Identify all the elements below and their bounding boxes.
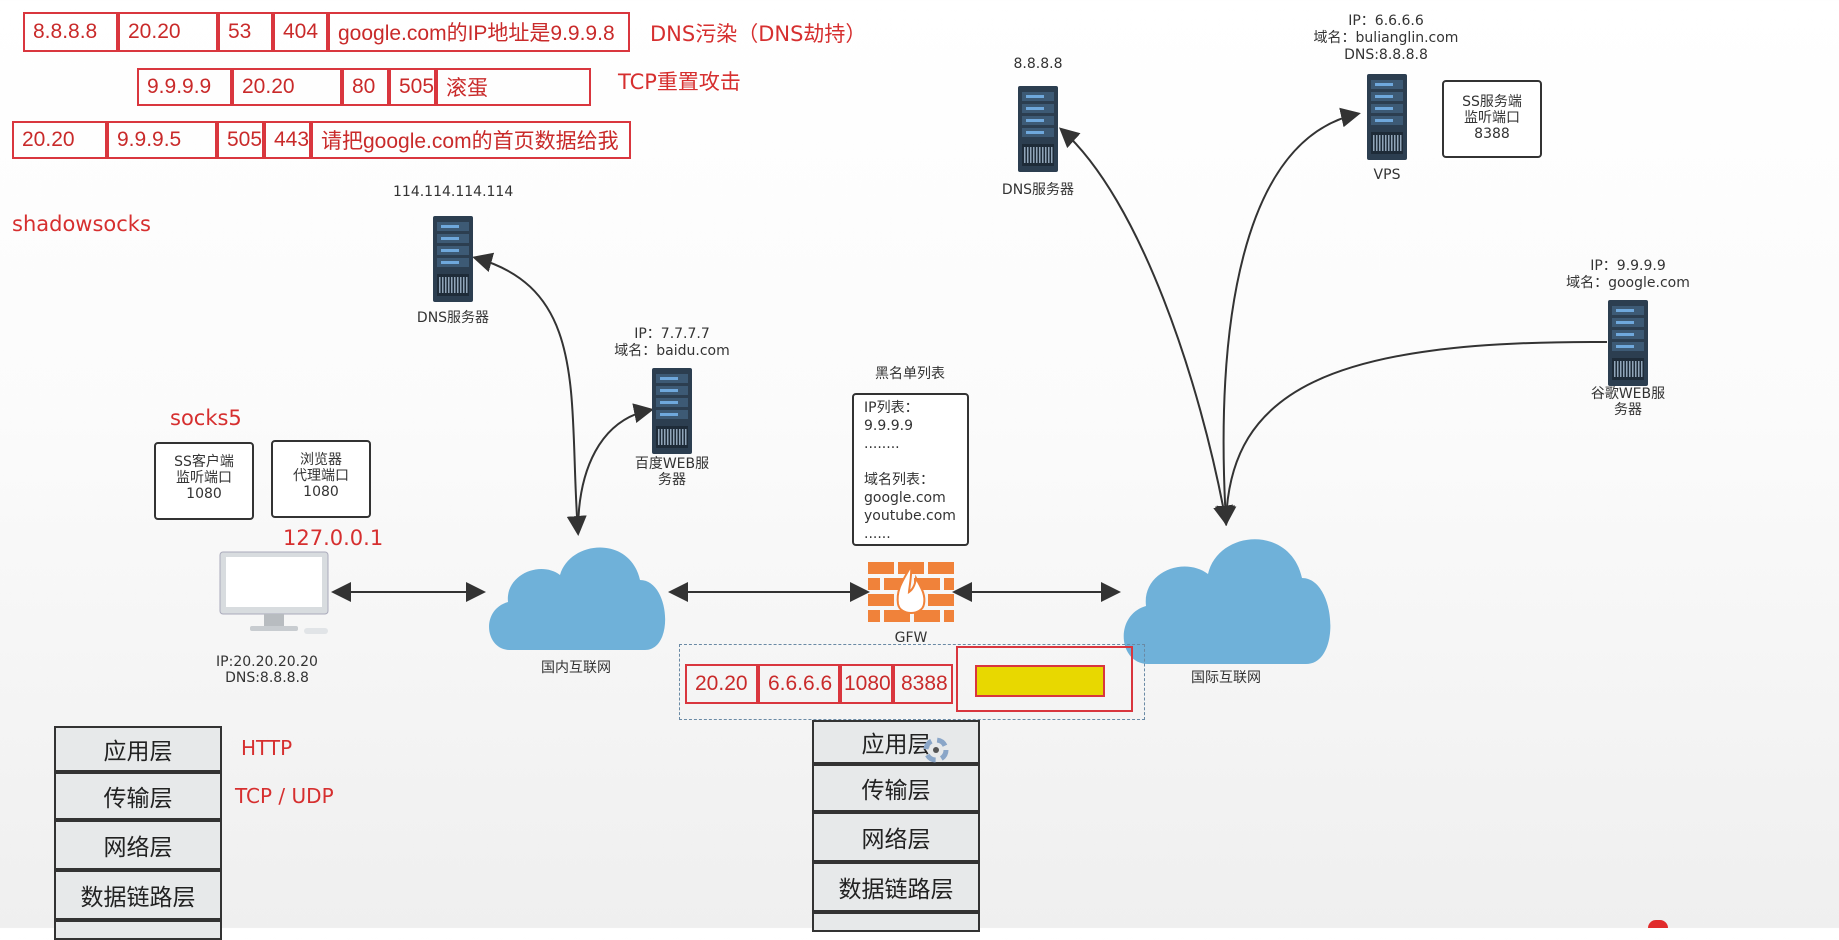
note-line: SS客户端	[174, 454, 234, 470]
packet-field: 8.8.8.8	[23, 12, 118, 52]
note-line: 代理端口	[293, 468, 349, 484]
intl-cloud-icon	[1114, 520, 1338, 666]
blacklist-title: 黑名单列表	[875, 366, 945, 382]
vps-domain-label: 域名：bulianglin.com	[1313, 30, 1459, 46]
packet-field: 443	[264, 121, 311, 159]
packet-field: google.com的IP地址是9.9.9.8	[328, 12, 630, 52]
note-line: 9.9.9.9	[864, 418, 913, 434]
record-indicator-icon	[1648, 920, 1668, 928]
intl-to-dns-arrow	[1059, 127, 1233, 526]
dns-intl-ip-label: 8.8.8.8	[1013, 56, 1063, 72]
intl-to-google-arrow	[1216, 340, 1608, 526]
packet-field: 20.20	[12, 121, 107, 159]
google-server-icon	[1608, 300, 1648, 386]
baidu-domain-label: 域名：baidu.com	[614, 343, 730, 359]
packet-field: 请把google.com的首页数据给我	[311, 121, 631, 159]
note-line: 1080	[186, 486, 222, 502]
dns-local-server-icon	[433, 216, 473, 302]
packet-field: 9.9.9.5	[107, 121, 217, 159]
dns-intl-server-icon	[1018, 86, 1058, 172]
baidu-server-icon	[652, 368, 692, 454]
pc-dns-label: DNS:8.8.8.8	[225, 670, 309, 686]
layer-transport: 传输层	[812, 764, 980, 812]
dns-pollution-caption: DNS污染（DNS劫持）	[650, 22, 867, 46]
note-line: 8388	[1474, 126, 1510, 142]
dns-intl-label: DNS服务器	[1001, 182, 1075, 198]
vps-server-icon	[1367, 74, 1407, 160]
google-ip-label: IP：9.9.9.9	[1590, 258, 1666, 274]
packet-field: 20.20	[118, 12, 218, 52]
layer-datalink: 数据链路层	[54, 870, 222, 920]
browser-proxy-note: 浏览器 代理端口 1080	[271, 440, 371, 518]
layer-datalink: 数据链路层	[812, 862, 980, 912]
intl-internet-label: 国际互联网	[1191, 670, 1261, 686]
note-line: google.com	[864, 490, 946, 506]
localhost-label: 127.0.0.1	[283, 526, 384, 550]
tcp-reset-caption: TCP重置攻击	[618, 70, 741, 94]
packet-field: 20.20	[685, 664, 758, 704]
shadowsocks-label: shadowsocks	[12, 212, 151, 236]
tcp-udp-label: TCP / UDP	[235, 784, 334, 808]
note-line: 监听端口	[1464, 110, 1520, 126]
packet-field: 404	[273, 12, 328, 52]
layer-network: 网络层	[54, 820, 222, 870]
gfw-label: GFW	[894, 630, 928, 646]
baidu-label: 百度WEB服	[634, 456, 710, 472]
layer-application: 应用层	[54, 726, 222, 772]
packet-field: 505	[389, 68, 436, 106]
intl-to-vps-arrow	[1215, 107, 1361, 526]
google-domain-label: 域名：google.com	[1566, 275, 1690, 291]
note-line: 监听端口	[176, 470, 232, 486]
dns-local-label: DNS服务器	[416, 310, 490, 326]
layer-physical-partial	[54, 920, 222, 940]
blacklist-note: IP列表： 9.9.9.9 ........ 域名列表： google.com …	[852, 393, 969, 546]
http-label: HTTP	[241, 736, 293, 760]
busy-cursor-icon	[922, 736, 950, 764]
note-line	[864, 453, 967, 471]
packet-field: 505	[217, 121, 264, 159]
note-line: ......	[864, 526, 891, 542]
baidu-ip-label: IP：7.7.7.7	[634, 326, 710, 342]
layer-physical-partial	[812, 912, 980, 932]
vps-dns-label: DNS:8.8.8.8	[1344, 47, 1428, 63]
encrypted-payload	[956, 646, 1133, 712]
computer-icon	[218, 550, 330, 636]
google-label: 务器	[1614, 402, 1642, 418]
packet-field: 滚蛋	[436, 68, 591, 106]
packet-field: 6.6.6.6	[758, 664, 840, 704]
layer-transport: 传输层	[54, 772, 222, 820]
note-line: 1080	[303, 484, 339, 500]
packet-field: 1080	[840, 664, 893, 704]
packet-field: 20.20	[232, 68, 342, 106]
note-line: 域名列表：	[864, 472, 934, 488]
socks5-label: socks5	[170, 406, 242, 430]
firewall-icon	[866, 560, 956, 624]
packet-field: 9.9.9.9	[137, 68, 232, 106]
ss-server-note: SS服务端 监听端口 8388	[1442, 80, 1542, 158]
google-label: 谷歌WEB服	[1590, 386, 1666, 402]
pc-ip-label: IP:20.20.20.20	[216, 654, 318, 670]
layer-network: 网络层	[812, 812, 980, 862]
domestic-internet-label: 国内互联网	[541, 660, 611, 676]
note-line: SS服务端	[1462, 94, 1522, 110]
note-line: IP列表：	[864, 400, 919, 416]
packet-field: 53	[218, 12, 273, 52]
packet-field: 80	[342, 68, 389, 106]
ss-client-note: SS客户端 监听端口 1080	[154, 442, 254, 520]
encrypted-payload-highlight	[975, 665, 1105, 697]
packet-field: 8388	[893, 664, 953, 704]
layer-application: 应用层	[812, 720, 980, 764]
vps-label: VPS	[1373, 167, 1401, 183]
note-line: ........	[864, 436, 900, 452]
domestic-to-dns-arrow	[472, 252, 587, 536]
selection-frame[interactable]	[679, 644, 1145, 720]
vps-ip-label: IP：6.6.6.6	[1348, 13, 1424, 29]
note-line: 浏览器	[300, 452, 342, 468]
note-line: youtube.com	[864, 508, 956, 524]
domestic-to-baidu-arrow	[577, 403, 654, 533]
dns-local-ip-label: 114.114.114.114	[393, 184, 514, 200]
domestic-cloud-icon	[480, 530, 672, 652]
baidu-label: 务器	[658, 472, 686, 488]
